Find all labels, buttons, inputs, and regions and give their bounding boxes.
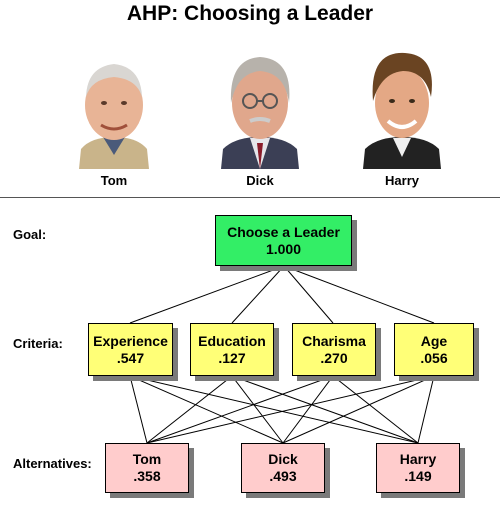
criterion-label: Charisma	[302, 332, 366, 349]
candidate-name-tom: Tom	[100, 173, 128, 188]
candidate-name-dick: Dick	[246, 173, 274, 188]
goal-row-label: Goal:	[13, 227, 47, 242]
connector-line	[282, 375, 334, 444]
connector-line	[231, 375, 284, 444]
connector-line	[129, 375, 284, 444]
criterion-node-age: Age .056	[394, 323, 474, 376]
section-divider	[0, 197, 500, 198]
connector-line	[332, 375, 419, 444]
criterion-value: .056	[420, 349, 448, 366]
alternative-label: Dick	[268, 451, 298, 467]
dick-portrait	[217, 45, 303, 169]
alternative-value: .358	[133, 468, 161, 484]
alternative-label: Harry	[399, 451, 437, 467]
connector-line	[146, 375, 233, 444]
alternatives-row-label: Alternatives:	[13, 456, 92, 471]
criterion-value: .547	[116, 349, 145, 366]
candidate-name-harry: Harry	[385, 173, 419, 188]
alternative-node-tom: Tom .358	[105, 443, 189, 493]
connector-line	[283, 265, 435, 324]
person-photo-icon	[359, 45, 445, 169]
connector-line	[282, 375, 435, 444]
criterion-label: Age	[420, 332, 448, 349]
connector-line	[129, 265, 285, 324]
connector-line	[146, 375, 334, 444]
alternative-label: Tom	[132, 451, 162, 467]
page-title: AHP: Choosing a Leader	[126, 2, 374, 25]
tom-portrait	[71, 45, 157, 169]
criterion-node-education: Education .127	[190, 323, 274, 376]
alternative-value: .493	[269, 468, 297, 484]
connector-line	[129, 375, 148, 444]
connector-line	[283, 265, 334, 324]
connector-line	[417, 375, 435, 444]
criterion-node-charisma: Charisma .270	[292, 323, 376, 376]
alternative-node-dick: Dick .493	[241, 443, 325, 493]
person-photo-icon	[217, 45, 303, 169]
connector-line	[146, 375, 435, 444]
connector-line	[231, 375, 419, 444]
alternative-value: .149	[404, 468, 432, 484]
connector-line	[231, 265, 285, 324]
criterion-value: .127	[218, 349, 246, 366]
criteria-row-label: Criteria:	[13, 336, 63, 351]
criterion-value: .270	[320, 349, 348, 366]
criterion-label: Education	[198, 332, 266, 349]
person-photo-icon	[71, 45, 157, 169]
criterion-label: Experience	[93, 332, 168, 349]
goal-label: Choose a Leader	[227, 223, 340, 240]
alternative-node-harry: Harry .149	[376, 443, 460, 493]
goal-value: 1.000	[265, 240, 302, 257]
criterion-node-experience: Experience .547	[88, 323, 173, 376]
connector-line	[129, 375, 419, 444]
harry-portrait	[359, 45, 445, 169]
goal-node: Choose a Leader 1.000	[215, 215, 352, 266]
